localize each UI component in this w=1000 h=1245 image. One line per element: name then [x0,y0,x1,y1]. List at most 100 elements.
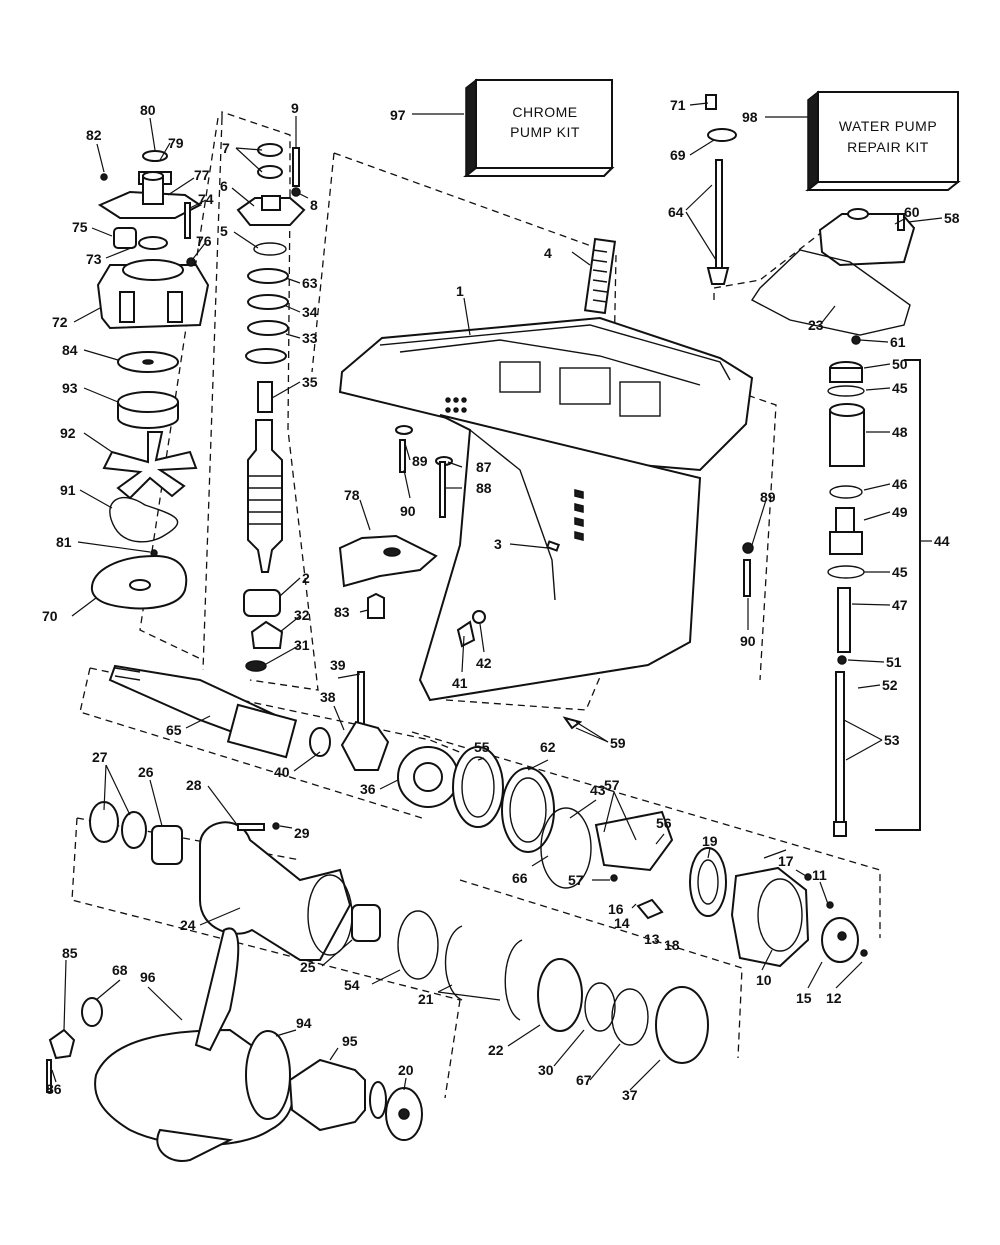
callout-65: 65 [166,722,182,738]
callout-60: 60 [904,204,920,220]
callout-39: 39 [330,657,346,673]
bearing-carrier [89,801,709,1064]
callout-75: 75 [72,219,88,235]
callout-94: 94 [296,1015,312,1031]
shift-rod-assembly [705,94,921,837]
callout-35: 35 [302,374,318,390]
callout-44: 44 [934,533,950,549]
callout-49: 49 [892,504,908,520]
callout-13: 13 [644,931,660,947]
callout-18: 18 [664,937,680,953]
callout-57b: 57 [568,872,584,888]
drive-shaft-column [236,143,306,672]
callout-45b: 45 [892,564,908,580]
callout-89a: 89 [412,453,428,469]
leader-lines [51,102,943,1091]
callout-36: 36 [360,781,376,797]
callout-41: 41 [452,675,468,691]
propeller-shaft [108,664,390,771]
callout-56: 56 [656,815,672,831]
callout-67: 67 [576,1072,592,1088]
callout-87: 87 [476,459,492,475]
callout-17: 17 [778,853,794,869]
callout-28: 28 [186,777,202,793]
propeller [46,927,423,1162]
callout-98: 98 [742,109,758,125]
callout-69: 69 [670,147,686,163]
callout-30: 30 [538,1062,554,1078]
callout-97: 97 [390,107,406,123]
callout-71: 71 [670,97,686,113]
callout-14: 14 [614,915,630,931]
callout-4: 4 [544,245,552,261]
callout-38: 38 [320,689,336,705]
callout-58: 58 [944,210,960,226]
callout-91: 91 [60,482,76,498]
callout-48: 48 [892,424,908,440]
callout-19: 19 [702,833,718,849]
callout-84: 84 [62,342,78,358]
callout-2: 2 [302,570,310,586]
callout-82: 82 [86,127,102,143]
water-pump-assembly [90,150,210,610]
callout-73: 73 [86,251,102,267]
callout-11: 11 [812,867,827,883]
callout-72: 72 [52,314,68,330]
callout-32: 32 [294,607,310,623]
callout-9: 9 [291,100,299,116]
callout-66: 66 [512,870,528,886]
callout-21: 21 [418,991,434,1007]
gear-housing [338,237,754,702]
callout-89b: 89 [760,489,776,505]
callout-12: 12 [826,990,842,1006]
callout-81: 81 [56,534,72,550]
callout-20: 20 [398,1062,414,1078]
callout-43: 43 [590,782,606,798]
callout-95: 95 [342,1033,358,1049]
callout-62: 62 [540,739,556,755]
callout-57a: 57 [604,777,620,793]
callout-7: 7 [222,140,230,156]
callout-70: 70 [42,608,58,624]
callout-83: 83 [334,604,350,620]
callout-46: 46 [892,476,908,492]
callout-80: 80 [140,102,156,118]
callout-22: 22 [488,1042,504,1058]
callout-92: 92 [60,425,76,441]
callout-16: 16 [608,901,624,917]
callout-85: 85 [62,945,78,961]
callout-31: 31 [294,637,310,653]
callout-45a: 45 [892,380,908,396]
callout-96: 96 [140,969,156,985]
callout-63: 63 [302,275,318,291]
chrome-pump-kit-box: CHROME PUMP KIT [463,78,615,178]
callout-numbers: 97 98 71 69 64 60 58 23 61 50 45 48 46 4… [42,97,960,1103]
callout-54: 54 [344,977,360,993]
callout-93: 93 [62,380,78,396]
callout-27: 27 [92,749,108,765]
callout-34: 34 [302,304,318,320]
callout-53: 53 [884,732,900,748]
callout-37: 37 [622,1087,638,1103]
callout-90b: 90 [740,633,756,649]
callout-47: 47 [892,597,908,613]
callout-50: 50 [892,356,908,372]
housing-bolts [367,425,754,730]
water-pump-kit-label-2: REPAIR KIT [847,139,929,155]
trim-tab [338,534,438,588]
chrome-pump-kit-label-2: PUMP KIT [510,124,580,140]
callout-8: 8 [310,197,318,213]
callout-23: 23 [808,317,824,333]
callout-59: 59 [610,735,626,751]
callout-40: 40 [274,764,290,780]
callout-77: 77 [194,167,210,183]
callout-25: 25 [300,959,316,975]
water-pump-repair-kit-box: WATER PUMP REPAIR KIT [805,90,961,192]
callout-88: 88 [476,480,492,496]
callout-52: 52 [882,677,898,693]
callout-29: 29 [294,825,310,841]
callout-3: 3 [494,536,502,552]
callout-51: 51 [886,654,902,670]
callout-1: 1 [456,283,464,299]
